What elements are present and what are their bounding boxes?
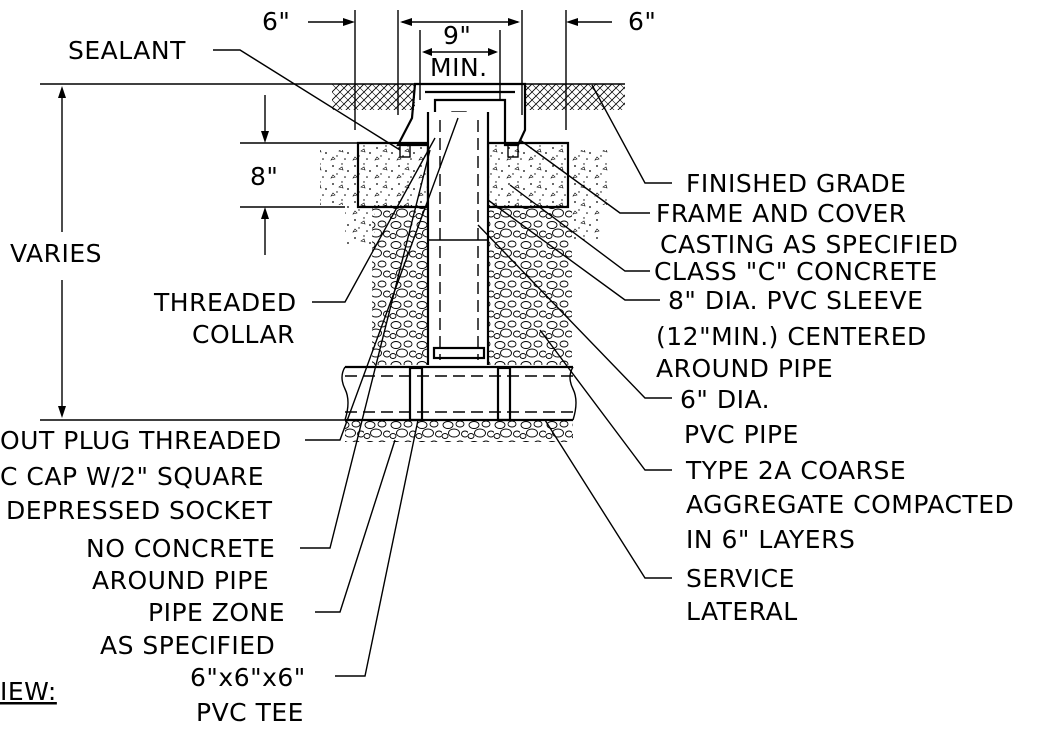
dim-top-min: MIN. bbox=[430, 53, 488, 82]
label-lateral-line1: SERVICE bbox=[686, 564, 795, 593]
label-threaded-collar-line2: COLLAR bbox=[192, 320, 295, 349]
label-pipe-line2: PVC PIPE bbox=[684, 420, 799, 449]
leader-lines bbox=[213, 49, 672, 677]
label-frame-line1: FRAME AND COVER bbox=[656, 199, 907, 228]
label-sleeve-line1: 8" DIA. PVC SLEEVE bbox=[668, 286, 923, 315]
pvc-sleeve-and-riser bbox=[426, 112, 490, 367]
label-aggregate-line2: AGGREGATE COMPACTED bbox=[686, 490, 1014, 519]
label-tee-line2: PVC TEE bbox=[196, 698, 304, 727]
label-concrete: CLASS "C" CONCRETE bbox=[654, 257, 938, 286]
dim-slab-8: 8" bbox=[250, 162, 278, 191]
service-lateral bbox=[341, 365, 577, 422]
label-aggregate-line1: TYPE 2A COARSE bbox=[685, 456, 906, 485]
label-no-concrete-line2: AROUND PIPE bbox=[92, 566, 269, 595]
dim-left-6: 6" bbox=[262, 7, 290, 36]
label-tee-line1: 6"x6"x6" bbox=[190, 663, 306, 692]
dim-top-9: 9" bbox=[443, 21, 471, 50]
finished-grade-hatch bbox=[332, 83, 625, 110]
label-pipe-zone-line1: PIPE ZONE bbox=[148, 598, 285, 627]
dimension-lines bbox=[40, 10, 612, 421]
view-title: IEW: bbox=[0, 677, 57, 706]
label-plug-line3: DEPRESSED SOCKET bbox=[6, 496, 273, 525]
label-sealant: SEALANT bbox=[68, 36, 186, 65]
label-frame-line2: CASTING AS SPECIFIED bbox=[660, 230, 958, 259]
label-pipe-zone-line2: AS SPECIFIED bbox=[100, 631, 275, 660]
label-plug-line2: C CAP W/2" SQUARE bbox=[0, 462, 264, 491]
label-plug-line1: OUT PLUG THREADED bbox=[0, 426, 282, 455]
label-no-concrete-line1: NO CONCRETE bbox=[86, 534, 275, 563]
concrete-slab bbox=[356, 141, 570, 209]
label-threaded-collar-line1: THREADED bbox=[153, 288, 297, 317]
label-finished-grade: FINISHED GRADE bbox=[686, 169, 906, 198]
label-aggregate-line3: IN 6" LAYERS bbox=[686, 525, 855, 554]
label-lateral-line2: LATERAL bbox=[686, 597, 798, 626]
label-sleeve-line3: AROUND PIPE bbox=[656, 354, 833, 383]
dim-varies: VARIES bbox=[10, 239, 102, 268]
label-pipe-line1: 6" DIA. bbox=[680, 385, 770, 414]
label-sleeve-line2: (12"MIN.) CENTERED bbox=[656, 322, 927, 351]
dim-right-6: 6" bbox=[628, 7, 656, 36]
